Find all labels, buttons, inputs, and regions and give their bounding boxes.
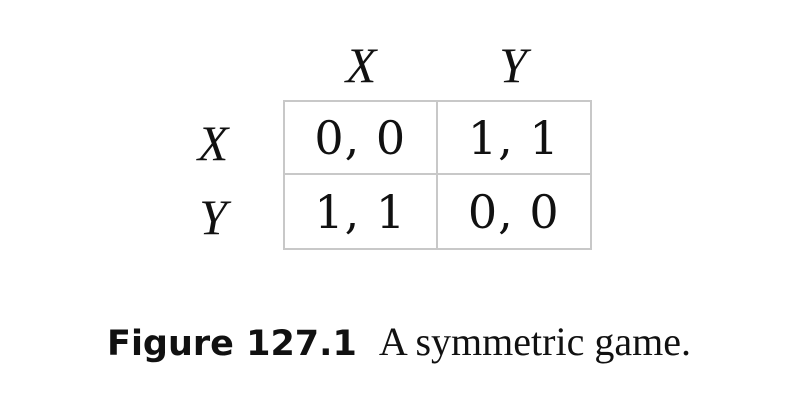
row-label-y: Y bbox=[199, 189, 227, 245]
column-label-x: X bbox=[345, 37, 377, 93]
payoff-cell-y-y: 0, 0 bbox=[467, 184, 560, 239]
figure-caption-text: A symmetric game. bbox=[378, 319, 691, 364]
column-label-y: Y bbox=[499, 37, 527, 93]
row-label-x: X bbox=[197, 115, 229, 171]
payoff-cell-x-x: 0, 0 bbox=[285, 102, 438, 175]
figure-number: Figure 127.1 bbox=[107, 324, 357, 364]
payoff-cell-x-y: 1, 1 bbox=[437, 102, 590, 175]
figure-caption: Figure 127.1 A symmetric game. bbox=[0, 318, 798, 365]
payoff-grid: 0, 0 1, 1 1, 1 0, 0 bbox=[283, 100, 592, 250]
payoff-cell-y-x: 1, 1 bbox=[285, 175, 438, 248]
